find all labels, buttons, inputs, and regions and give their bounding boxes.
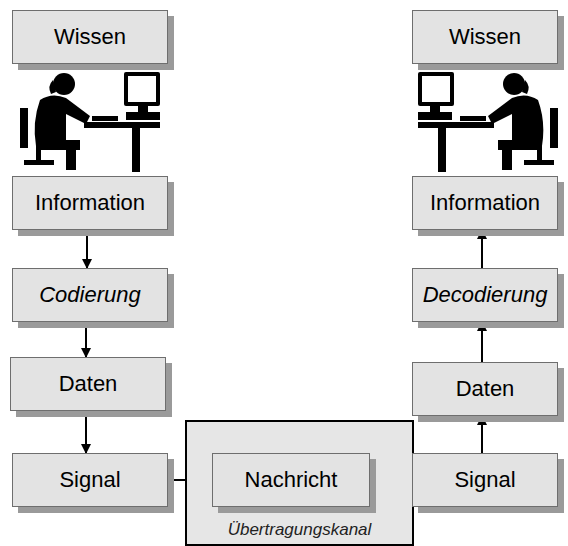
data-box: Daten [10,357,166,411]
channel-frame: Übertragungskanal Nachricht [185,420,414,546]
box-label: Signal [454,467,515,493]
box-label: Signal [59,467,120,493]
box-label: Wissen [449,24,521,50]
box-label: Decodierung [423,282,548,308]
signal-box: Signal [12,453,168,507]
flow-arrow [86,230,88,268]
box-label: Information [430,190,540,216]
flow-arrow [85,322,87,357]
flow-arrow [481,322,483,362]
channel-label: Übertragungskanal [187,520,412,540]
box-label: Daten [456,376,515,402]
message-box: Nachricht [212,453,370,507]
box-label: Codierung [39,282,141,308]
knowledge-box: Wissen [412,10,558,64]
box-label: Wissen [54,24,126,50]
box-label: Daten [59,371,118,397]
knowledge-box: Wissen [12,10,168,64]
decoding-box: Decodierung [412,268,558,322]
person-at-computer [418,72,558,172]
flow-arrow [481,230,483,268]
information-box: Information [12,176,168,230]
information-box: Information [412,176,558,230]
flow-arrow [85,411,87,453]
box-label: Nachricht [245,467,338,493]
signal-box: Signal [412,453,558,507]
box-label: Information [35,190,145,216]
encoding-box: Codierung [12,268,168,322]
data-box: Daten [412,362,558,416]
flow-arrow [481,416,483,453]
person-at-computer [20,72,160,172]
